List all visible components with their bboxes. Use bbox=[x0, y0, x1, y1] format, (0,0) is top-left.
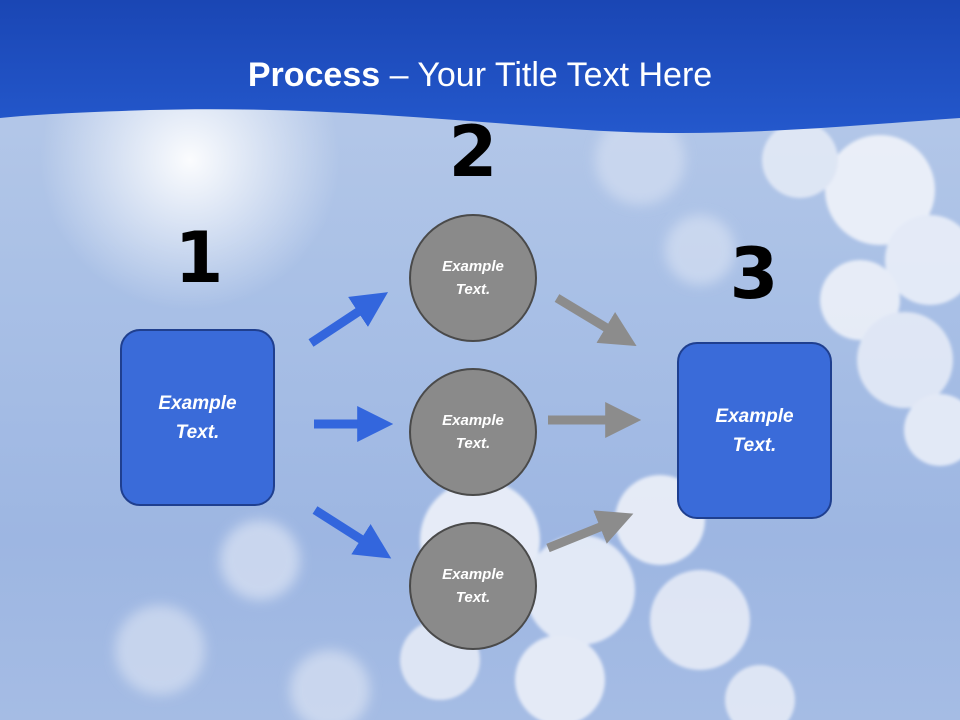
arrow-blue-down bbox=[312, 506, 392, 559]
title-rest: – Your Title Text Here bbox=[380, 56, 713, 94]
step-number-1: 1 bbox=[174, 217, 224, 299]
blurred-blossoms-left bbox=[115, 115, 735, 720]
circle-bottom-label: Example Text. bbox=[442, 566, 504, 606]
circle-middle: Example Text. bbox=[409, 368, 537, 496]
blossom-cluster-right bbox=[762, 122, 960, 466]
circle-bottom: Example Text. bbox=[409, 522, 537, 650]
step-number-3: 3 bbox=[729, 233, 779, 315]
box-right-label: Example Text. bbox=[715, 405, 794, 456]
arrow-gray-up bbox=[546, 510, 634, 553]
header-band bbox=[0, 0, 960, 134]
arrow-blue-up bbox=[308, 292, 389, 347]
box-left: Example Text. bbox=[120, 329, 275, 506]
title-bold: Process bbox=[247, 56, 381, 94]
circle-middle-label: Example Text. bbox=[442, 412, 504, 452]
circle-top-label: Example Text. bbox=[442, 258, 504, 298]
step-number-2: 2 bbox=[448, 111, 498, 193]
arrow-gray-down bbox=[554, 294, 637, 347]
slide-title: Process – Your Title Text Here bbox=[0, 52, 960, 98]
box-right: Example Text. bbox=[677, 342, 832, 519]
box-left-label: Example Text. bbox=[158, 392, 237, 443]
circle-top: Example Text. bbox=[409, 214, 537, 342]
